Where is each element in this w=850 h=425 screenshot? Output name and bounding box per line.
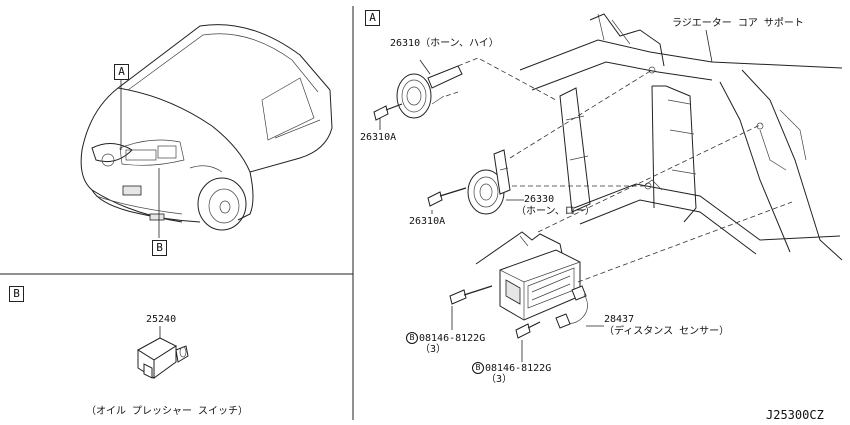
bolt-lower-label: 26310A: [409, 216, 446, 227]
oil-switch-name: （オイル プレッシャー スイッチ）: [86, 406, 249, 417]
bolt-right-number: 08146-8122G: [485, 363, 552, 374]
horn-low-number: 26330: [524, 194, 555, 205]
bolt-upper-label: 26310A: [360, 132, 397, 143]
oil-pressure-switch-illustration: [137, 326, 189, 379]
bolt-left-circle-mark: B: [406, 332, 418, 344]
panel-dividers: [0, 6, 354, 420]
radiator-core-support-illustration: [519, 13, 843, 261]
bolt-left-number: 08146-8122G: [419, 333, 486, 344]
bolt-right-circle-mark: B: [472, 362, 484, 374]
bolt-right-qty: （3）: [486, 374, 513, 385]
distance-sensor-name: （ディスタンス センサー）: [604, 326, 730, 337]
radiator-core-support-label: ラジエーター コア サポート: [672, 18, 804, 29]
section-b-label: B: [9, 286, 24, 302]
oil-switch-number: 25240: [146, 314, 177, 325]
distance-sensor-illustration: [449, 231, 604, 362]
bolt-left-qty: （3）: [420, 344, 447, 355]
horn-high-illustration: [373, 59, 463, 130]
horn-high-label: 26310（ホーン、ハイ）: [390, 38, 499, 49]
mounting-guide-lines: [445, 57, 793, 283]
car-overview-illustration: [80, 24, 333, 238]
distance-sensor-number: 28437: [604, 314, 635, 325]
diagram-code: J25300CZ: [766, 408, 824, 422]
horn-low-illustration: [427, 149, 524, 215]
overview-label-b: B: [152, 240, 167, 256]
section-a-label: A: [365, 10, 380, 26]
horn-low-name: （ホーン、ロー）: [516, 206, 595, 217]
overview-label-a: A: [114, 64, 129, 80]
